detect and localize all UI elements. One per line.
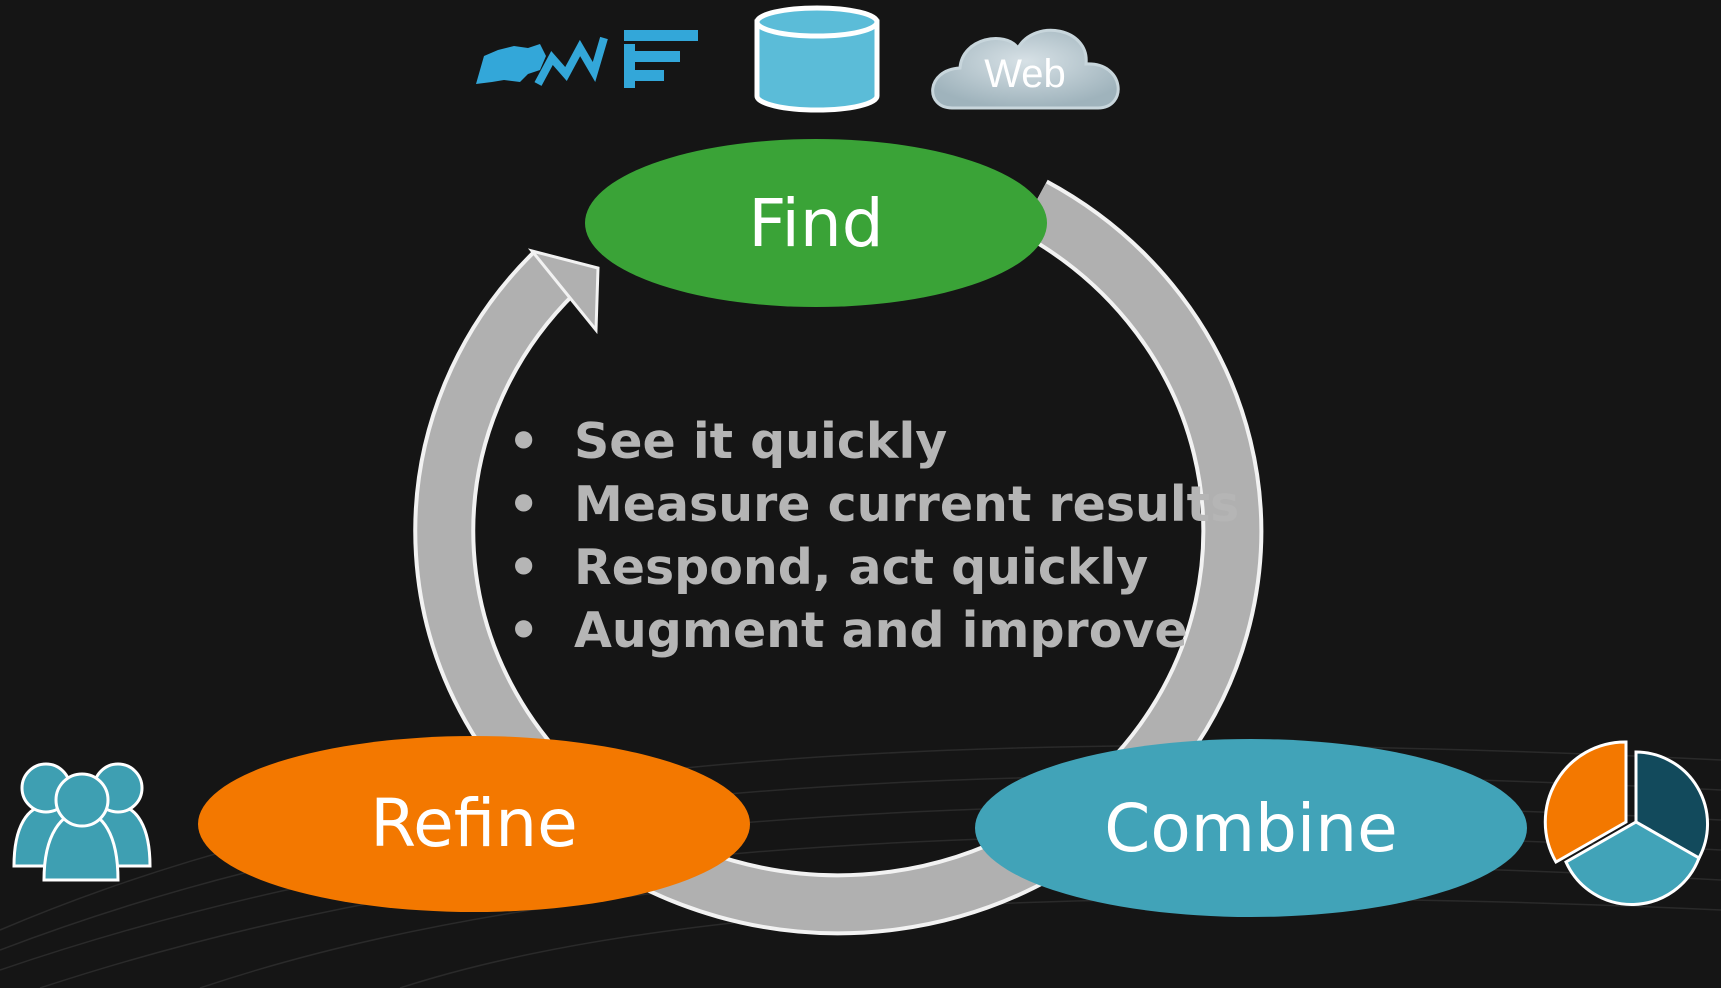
pie-chart-icon [1543, 740, 1710, 906]
stage-combine: Combine [975, 739, 1527, 917]
bullet-marker: • [508, 602, 540, 659]
cloud-icon: Web [931, 28, 1120, 110]
database-icon [754, 5, 880, 113]
stage-combine-label: Combine [1104, 790, 1397, 867]
bar-chart-icon [624, 30, 698, 88]
bullet-marker: • [508, 539, 540, 596]
cloud-label: Web [984, 52, 1066, 96]
stage-find-label: Find [748, 185, 883, 262]
cycle-arrow [413, 179, 1264, 936]
benefit-text: See it quickly [574, 413, 948, 470]
benefit-text: Respond, act quickly [574, 539, 1149, 596]
benefit-item: • Respond, act quickly [508, 536, 1239, 599]
people-icon [12, 762, 152, 882]
stage-refine: Refine [198, 736, 750, 912]
benefit-item: • Measure current results [508, 473, 1239, 536]
benefits-list: • See it quickly • Measure current results… [508, 410, 1239, 662]
benefit-item: • See it quickly [508, 410, 1239, 473]
bullet-marker: • [508, 413, 540, 470]
cycle-arrowhead [527, 248, 600, 335]
map-chart-icon [476, 36, 608, 86]
stage-find: Find [585, 139, 1047, 307]
benefit-item: • Augment and improve [508, 599, 1239, 662]
bullet-marker: • [508, 476, 540, 533]
stage-refine-label: Refine [370, 785, 578, 862]
benefit-text: Measure current results [574, 476, 1240, 533]
benefit-text: Augment and improve [574, 602, 1188, 659]
